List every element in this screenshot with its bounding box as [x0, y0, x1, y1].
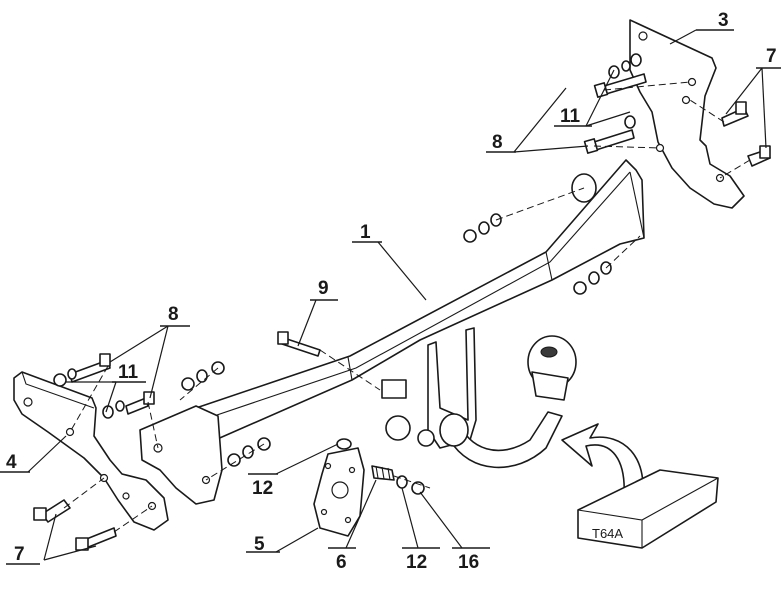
leader-lines: [27, 29, 767, 561]
main-crossbar: [139, 159, 645, 505]
callout-11-top: 11: [560, 106, 581, 127]
callout-1: 1: [360, 222, 371, 243]
callout-8-top: 8: [492, 132, 503, 153]
callout-12-left: 12: [252, 478, 273, 499]
socket-plate: [313, 447, 365, 537]
callout-4: 4: [6, 452, 17, 473]
callout-6: 6: [336, 552, 347, 573]
callout-5: 5: [254, 534, 265, 555]
right-mounting-bracket: [629, 19, 745, 209]
callout-7-bottom: 7: [14, 544, 25, 565]
packaging-box: T64A: [577, 469, 719, 549]
left-mounting-bracket: [13, 371, 169, 531]
callout-11-left: 11: [118, 362, 139, 383]
callout-12-right: 12: [406, 552, 427, 573]
callout-8-left: 8: [168, 304, 179, 325]
callout-9: 9: [318, 278, 329, 299]
callout-3: 3: [718, 10, 729, 31]
box-tag: T64A: [592, 526, 623, 541]
alignment-lines: [63, 81, 751, 533]
towball-assembly: [381, 327, 577, 469]
callout-16: 16: [458, 552, 479, 573]
curved-arrow-icon: [561, 423, 644, 499]
callout-7-top: 7: [766, 46, 777, 67]
callout-labels: 1 3 7 8 11 9 8 11 4 12 5 6 12 16 7: [0, 10, 781, 573]
bolt-set-left: [33, 331, 321, 551]
